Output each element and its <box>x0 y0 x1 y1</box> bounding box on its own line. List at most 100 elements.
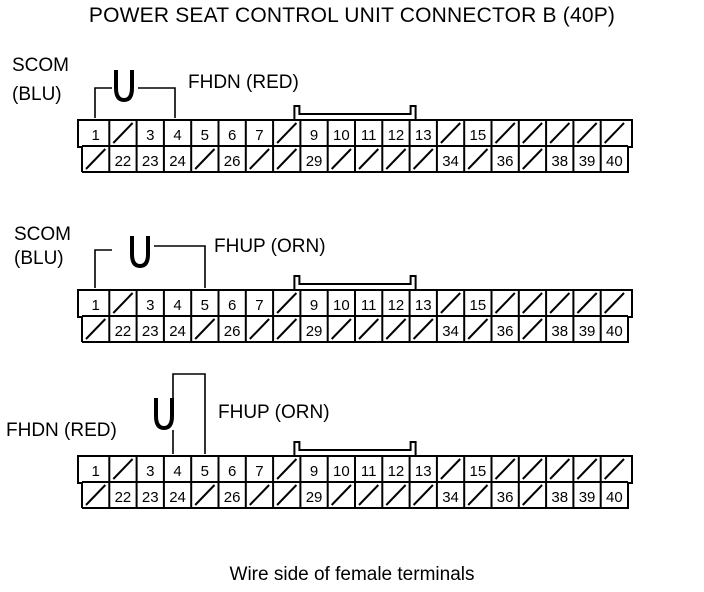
pin-label: 6 <box>228 127 236 144</box>
blank-cavity <box>522 148 543 170</box>
pin-label: 26 <box>224 489 241 506</box>
blank-cavity <box>494 458 516 480</box>
blank-cavity <box>330 318 352 340</box>
blank-cavity <box>85 148 107 170</box>
pin-label: 7 <box>255 297 263 314</box>
pin-label: 24 <box>169 153 186 170</box>
pin-label: 38 <box>551 489 568 506</box>
pin-label: 23 <box>142 323 159 340</box>
pin-label: 7 <box>255 463 263 480</box>
pin-label: 4 <box>173 463 181 480</box>
meter-u-symbol <box>154 398 174 431</box>
blank-cavity <box>249 148 270 170</box>
diagram-caption: Wire side of female terminals <box>229 564 475 585</box>
blank-cavity <box>358 318 380 340</box>
blank-cavity <box>276 484 298 506</box>
pin-label: 29 <box>306 153 323 170</box>
blank-cavity <box>467 148 489 170</box>
pin-label: 13 <box>415 463 432 480</box>
pin-label: 39 <box>579 153 596 170</box>
pin-label: 3 <box>146 463 154 480</box>
probe-from-label: FHDN (RED) <box>6 420 117 441</box>
pin-label: 13 <box>415 127 432 144</box>
lock-tab <box>293 275 417 290</box>
blank-cavity <box>440 292 461 314</box>
pin-label: 12 <box>388 127 405 144</box>
pin-label: 15 <box>470 127 487 144</box>
blank-cavity <box>276 148 298 170</box>
probe-from-label: SCOM <box>12 55 69 76</box>
probe-to-label: FHDN (RED) <box>188 72 299 93</box>
pin-label: 38 <box>551 323 568 340</box>
blank-cavity <box>276 458 298 480</box>
pin-label: 6 <box>228 463 236 480</box>
pin-label: 10 <box>333 127 350 144</box>
blank-cavity <box>549 458 571 480</box>
pin-label: 29 <box>306 489 323 506</box>
pin-label: 34 <box>442 489 459 506</box>
pin-label: 24 <box>169 323 186 340</box>
blank-cavity <box>549 292 571 314</box>
blank-cavity <box>249 318 270 340</box>
blank-cavity <box>522 484 543 506</box>
blank-cavity <box>385 484 407 506</box>
pin-label: 4 <box>173 297 181 314</box>
probe-from-label: SCOM <box>14 224 71 245</box>
pin-label: 12 <box>388 463 405 480</box>
pin-label: 3 <box>146 297 154 314</box>
pin-label: 36 <box>497 153 514 170</box>
pin-label: 40 <box>606 153 623 170</box>
blank-cavity <box>276 318 298 340</box>
pin-label: 9 <box>310 463 318 480</box>
blank-cavity <box>112 122 134 144</box>
pin-label: 7 <box>255 127 263 144</box>
blank-cavity <box>603 458 625 480</box>
blank-cavity <box>576 122 598 144</box>
pin-label: 9 <box>310 297 318 314</box>
pin-label: 40 <box>606 323 623 340</box>
blank-cavity <box>358 484 380 506</box>
meter-u-symbol <box>130 236 150 269</box>
pin-label: 12 <box>388 297 405 314</box>
blank-cavity <box>85 318 107 340</box>
pin-label: 3 <box>146 127 154 144</box>
blank-cavity <box>522 458 543 480</box>
pin-label: 38 <box>551 153 568 170</box>
pin-label: 36 <box>497 323 514 340</box>
pin-label: 34 <box>442 153 459 170</box>
pin-label: 13 <box>415 297 432 314</box>
pin-label: 1 <box>91 127 99 144</box>
blank-cavity <box>494 292 516 314</box>
probe-wire <box>94 249 112 288</box>
blank-cavity <box>576 458 598 480</box>
blank-cavity <box>358 148 380 170</box>
blank-cavity <box>467 484 489 506</box>
pin-label: 9 <box>310 127 318 144</box>
blank-cavity <box>276 292 298 314</box>
pin-label: 40 <box>606 489 623 506</box>
blank-cavity <box>549 122 571 144</box>
pin-label: 23 <box>142 153 159 170</box>
blank-cavity <box>276 122 298 144</box>
pin-label: 36 <box>497 489 514 506</box>
blank-cavity <box>440 122 461 144</box>
probe-wire <box>172 373 206 454</box>
blank-cavity <box>330 484 352 506</box>
blank-cavity <box>412 148 434 170</box>
blank-cavity <box>603 292 625 314</box>
pin-label: 26 <box>224 153 241 170</box>
pin-label: 23 <box>142 489 159 506</box>
blank-cavity <box>385 318 407 340</box>
pin-label: 5 <box>201 463 209 480</box>
probe-wire <box>154 245 206 288</box>
pin-label: 22 <box>115 323 132 340</box>
pin-label: 15 <box>470 297 487 314</box>
pin-label: 11 <box>361 297 377 314</box>
pin-label: 29 <box>306 323 323 340</box>
blank-cavity <box>412 484 434 506</box>
probe-to-label: FHUP (ORN) <box>214 236 326 257</box>
pin-label: 24 <box>169 489 186 506</box>
